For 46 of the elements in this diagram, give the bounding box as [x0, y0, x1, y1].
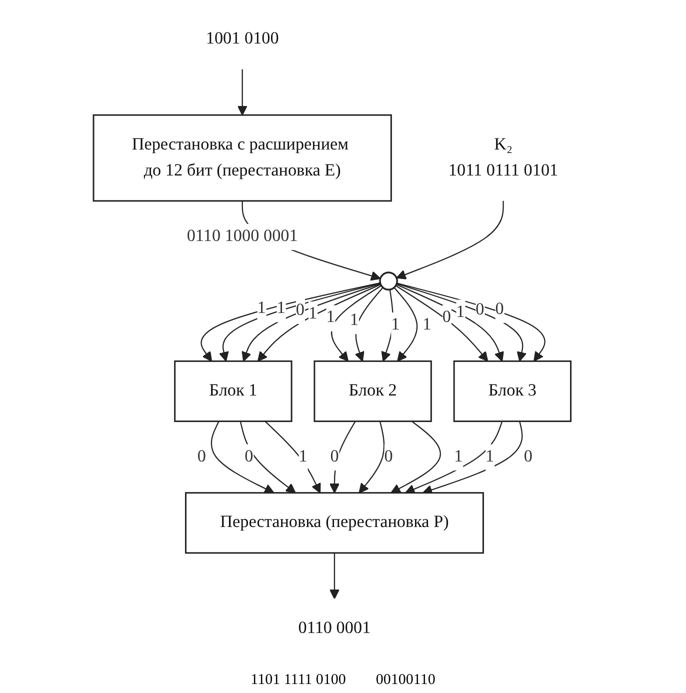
edge-label: 0	[197, 448, 206, 466]
node-text: 0110 0001	[298, 619, 371, 638]
arrow	[396, 285, 488, 362]
edge-label: 1	[454, 448, 463, 466]
edge-label: 0	[330, 448, 339, 466]
node-box: Перестановка с расширением до 12 бит (перестановка E)	[92, 114, 392, 202]
node-box: Блок 3	[453, 360, 572, 422]
node-box: Перестановка (перестановка P)	[185, 492, 484, 554]
edge-label: 1	[276, 299, 286, 318]
bit-string-label: 1101 1111 0100	[250, 672, 346, 689]
arrow	[404, 421, 503, 494]
edge-label: 0	[495, 300, 504, 319]
arrow	[237, 69, 248, 116]
arrow	[210, 421, 274, 494]
arrow	[358, 421, 385, 494]
edge-label: 0	[296, 301, 304, 320]
edge-label: 0	[476, 300, 484, 319]
bit-string-label: 00100110	[376, 672, 436, 689]
edge-label: 0	[524, 448, 532, 466]
edge-label: 1	[422, 316, 432, 334]
arrow	[329, 421, 356, 494]
node-box: Блок 1	[174, 360, 292, 422]
edge-label: 1	[257, 299, 266, 318]
arrow	[240, 421, 296, 494]
edge-label: 1	[391, 316, 400, 334]
arrow	[396, 200, 504, 280]
edge-label: 1	[486, 448, 494, 466]
edge-label: 1	[308, 304, 318, 324]
arrow	[264, 420, 321, 494]
arrow	[396, 284, 504, 362]
arrow	[394, 287, 418, 362]
node-circle	[379, 272, 398, 290]
arrow	[331, 285, 382, 362]
edge-label: 0	[442, 308, 451, 327]
edge-label: 0110 1000 0001	[186, 227, 298, 246]
edge-label: 0	[384, 448, 393, 466]
edge-label: 0	[244, 448, 254, 466]
node-box: Блок 2	[314, 360, 432, 422]
arrow	[390, 420, 441, 494]
node-text: 1001 0100	[206, 30, 279, 48]
edge-label: 1	[456, 303, 465, 322]
arrow	[329, 552, 340, 600]
edge-label: 1	[298, 448, 308, 466]
edge-label: 1	[350, 311, 359, 330]
edge-label: 1	[326, 308, 335, 327]
node-text: K₂ 1011 0111 0101	[448, 136, 558, 180]
